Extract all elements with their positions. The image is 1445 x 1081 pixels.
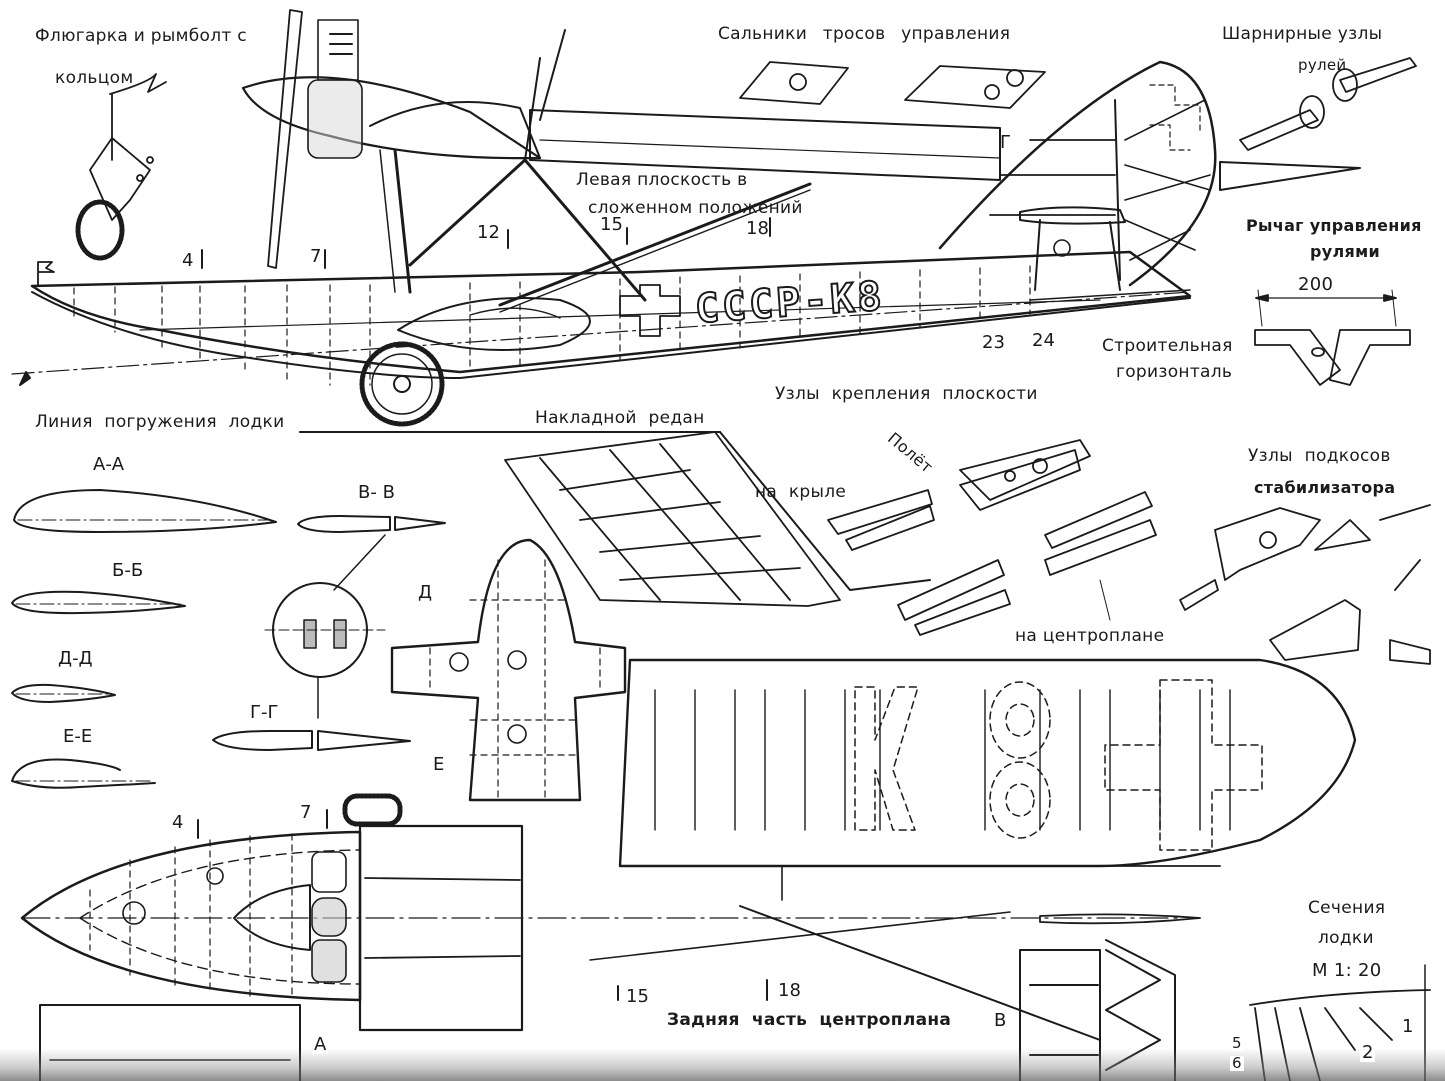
hull-section-2: 2 [1360,1042,1376,1063]
tail-fin [938,60,1217,287]
side-cross-marking [619,284,681,337]
stabilizer [1019,206,1126,225]
label-control-lever: Рычаг управления [1246,216,1422,235]
airfoil-vv [297,515,391,533]
station-plan-15: 15 [626,986,649,1007]
fuel-tank [342,793,403,827]
hull-section-5: 5 [1230,1034,1244,1052]
label-step-overlay: Накладной редан [535,408,705,428]
engine-crankcase [307,79,363,159]
label-weathervane: Флюгарка и рымболт с [35,26,247,46]
sponson [397,297,591,351]
label-stabilizer-strut-nodes: Узлы подкосов [1248,446,1391,466]
label-scale: М 1: 20 [1312,960,1382,981]
station-ticks [197,217,771,1001]
elevator-detail [1219,161,1361,191]
hull-side-outline [30,250,1192,374]
airfoil-sections [11,489,446,789]
side-view [11,9,1361,433]
station-plan-7: 7 [300,802,312,823]
station-side-24: 24 [1032,330,1055,351]
section-label-gg: Г-Г [250,702,279,723]
arrow-icon [19,371,31,386]
label-left-wing-folded-2: сложенном положений [588,198,803,218]
wheel-tire [359,341,445,427]
station-side-23: 23 [982,332,1005,353]
mooring-ring [75,199,125,261]
label-left-wing-folded: Левая плоскость в [576,170,748,190]
engine-cylinder [317,19,359,81]
label-on-center-section: на центроплане [1015,626,1165,646]
section-marker-v: В [992,1010,1009,1031]
label-hinge-nodes: Шарнирные узлы [1222,24,1383,44]
cable-gland-details [739,61,1046,109]
airfoil-aa [13,489,277,533]
hull-section-lines [1249,989,1431,1081]
wing-mount-nodes [827,439,1219,636]
hinge-node-details [1239,57,1417,151]
airfoil-bb [11,590,186,615]
label-hull-sections: Сечения [1308,898,1386,918]
section-label-ee: Е-Е [63,726,93,747]
plan-k8-marking [854,679,1263,851]
label-weathervane-2: кольцом [55,68,134,88]
stabilizer-strut-nodes [1214,504,1431,665]
label-control-lever-2: рулями [1310,242,1380,261]
hull-section-6: 6 [1230,1054,1244,1072]
station-side-12: 12 [477,222,500,243]
label-rear-center-section: Задняя часть центроплана [664,1012,955,1029]
station-plan-18: 18 [778,980,801,1001]
section-label-bb: Б-Б [112,560,144,581]
label-hull-sections-2: лодки [1318,928,1374,948]
station-side-7: 7 [310,246,322,267]
label-on-wing: на крыле [755,482,847,502]
section-marker-d: Д [418,582,433,603]
section-label-vv: В- В [358,482,395,503]
airfoil-dd [11,683,116,703]
section-marker-a: А [312,1034,329,1055]
station-side-15: 15 [600,214,623,235]
airfoil-gg [212,730,313,751]
label-stabilizer-strut-nodes-2: стабилизатора [1254,478,1396,497]
control-lever-detail [1254,289,1411,386]
station-side-18: 18 [746,218,769,239]
section-marker-g: Г [1000,132,1011,153]
hull-section-1: 1 [1400,1016,1416,1037]
label-cable-glands: Сальники тросов управления [718,24,1011,44]
label-wing-mount-nodes: Узлы крепления плоскости [775,384,1038,404]
nacelle [241,76,542,160]
plan-wing [618,658,1357,868]
plan-view [20,538,1431,1081]
label-construction-horizontal-2: горизонталь [1116,362,1233,382]
weathervane-detail [75,73,167,261]
hull-keel-line [31,291,1191,379]
section-label-aa: А-А [93,454,125,475]
label-construction-horizontal: Строительная [1102,336,1233,356]
airfoil-ee [11,758,156,789]
step-overlay-detail [504,431,931,607]
station-side-4: 4 [182,250,194,271]
plan-tailplane [390,538,627,802]
label-hinge-nodes-2: рулей [1298,56,1347,74]
construction-horizontal-line [11,291,1191,375]
wheel-hub [393,375,411,393]
upper-wing [529,109,1001,181]
station-plan-4: 4 [172,812,184,833]
propeller [267,9,303,269]
section-marker-e: Е [433,754,445,775]
section-label-dd: Д-Д [58,648,93,669]
wheel-rim [371,353,433,415]
bow-flag-icon [37,261,55,287]
label-waterline: Линия погружения лодки [35,412,285,432]
dimension-200: 200 [1298,274,1334,295]
